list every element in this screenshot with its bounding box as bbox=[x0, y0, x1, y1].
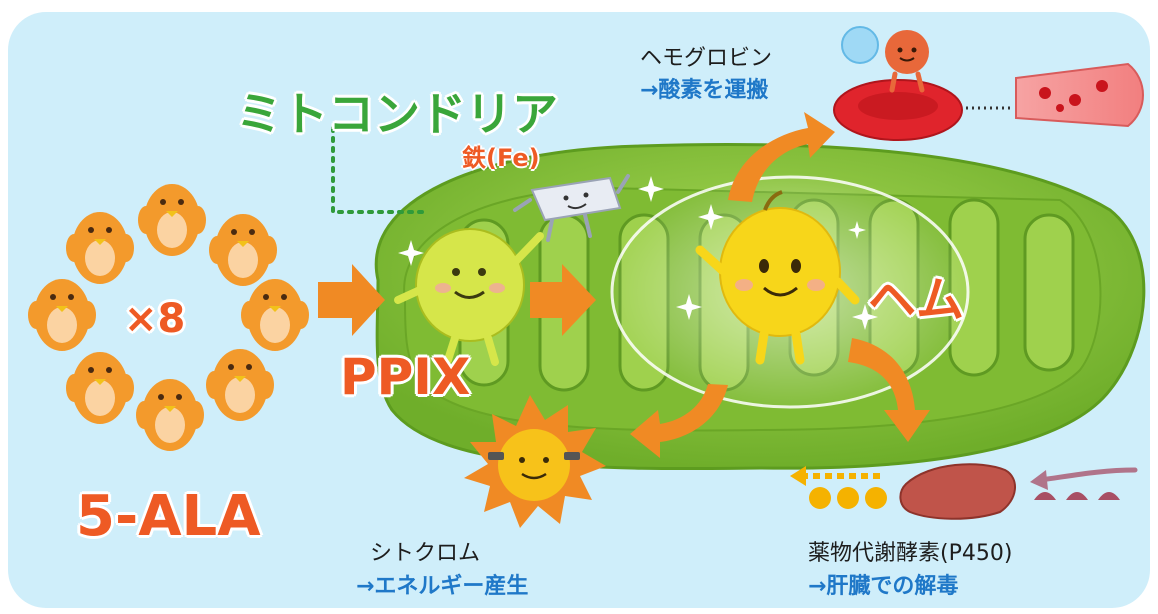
ala-character bbox=[138, 184, 206, 256]
blood-vessel bbox=[1015, 62, 1144, 128]
arrow-right-ala-to-ppix bbox=[318, 264, 385, 336]
sparkles bbox=[398, 176, 878, 330]
ala-label: 5-ALA bbox=[76, 484, 261, 549]
flow-arrows bbox=[318, 112, 930, 458]
cytochrome-label: シトクロム bbox=[370, 541, 481, 566]
ppix-character bbox=[394, 228, 544, 366]
iron-character bbox=[513, 174, 630, 242]
arrow-down-to-cytochrome bbox=[630, 384, 728, 458]
blood-cell-character bbox=[885, 30, 929, 93]
ala-character bbox=[206, 349, 274, 421]
arrow-left-purple bbox=[1037, 467, 1138, 483]
ppix-label: PPIX bbox=[340, 348, 471, 406]
mitochondria-label: ミトコンドリア bbox=[236, 87, 558, 141]
oxygen-transport-label: →酸素を運搬 bbox=[640, 78, 769, 103]
ala-character bbox=[28, 279, 96, 351]
arrow-right-ppix-to-heme bbox=[530, 264, 596, 336]
heme-character bbox=[695, 190, 860, 365]
multiplier-label: ×8 bbox=[124, 296, 186, 342]
ala-character bbox=[209, 214, 277, 286]
p450-illustration bbox=[790, 463, 1138, 520]
liver bbox=[899, 463, 1016, 520]
energy-production-label: →エネルギー産生 bbox=[356, 574, 529, 599]
arrow-up-to-hemoglobin bbox=[728, 112, 835, 202]
arrow-down-to-p450 bbox=[848, 338, 930, 442]
iron-label: 鉄(Fe) bbox=[462, 144, 540, 172]
ala-character bbox=[66, 352, 134, 424]
oxygen-bubble bbox=[841, 26, 879, 64]
mitochondria-leader-line bbox=[331, 126, 430, 214]
p450-label: 薬物代謝酵素(P450) bbox=[808, 541, 1013, 566]
cytochrome-character bbox=[464, 395, 606, 528]
ala-character-ring bbox=[28, 184, 309, 451]
hemoglobin-label: ヘモグロビン bbox=[640, 46, 773, 71]
liver-detox-label: →肝臓での解毒 bbox=[808, 574, 959, 599]
ala-character bbox=[136, 379, 204, 451]
heme-label: ヘム bbox=[868, 272, 965, 328]
red-blood-cell bbox=[833, 79, 963, 141]
ala-character bbox=[241, 279, 309, 351]
ala-character bbox=[66, 212, 134, 284]
